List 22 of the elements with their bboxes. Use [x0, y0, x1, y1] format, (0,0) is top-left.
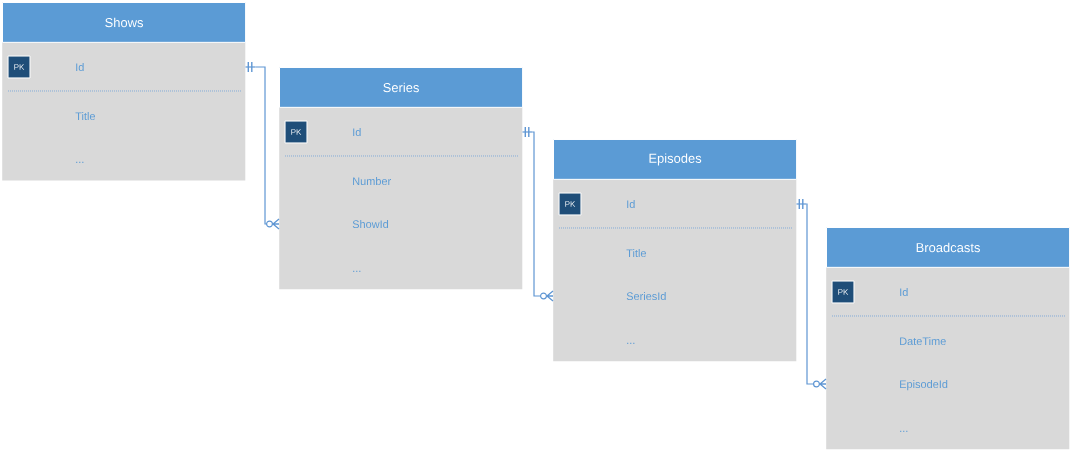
field-name: Title: [75, 112, 95, 121]
field-name: Title: [626, 249, 646, 258]
field-name: ShowId: [352, 220, 389, 229]
field-name: DateTime: [900, 337, 946, 346]
field-name: Id: [627, 200, 635, 209]
field-name: Id: [353, 128, 361, 137]
field-name: ...: [627, 342, 635, 344]
field-name: Id: [900, 288, 908, 297]
connector: [521, 127, 554, 302]
field-name: EpisodeId: [900, 380, 948, 391]
table-header: Episodes: [553, 139, 798, 180]
connector: [244, 62, 280, 230]
field-name: Id: [76, 63, 84, 72]
field-name: Number: [353, 177, 391, 186]
table-header: Series: [279, 67, 524, 108]
field-name: ...: [353, 270, 361, 272]
field-name: ...: [76, 161, 84, 163]
table-header: Broadcasts: [826, 227, 1071, 268]
connector: [795, 199, 827, 390]
table-header: Shows: [2, 2, 247, 43]
field-name: SeriesId: [626, 292, 666, 301]
field-name: ...: [900, 430, 908, 432]
